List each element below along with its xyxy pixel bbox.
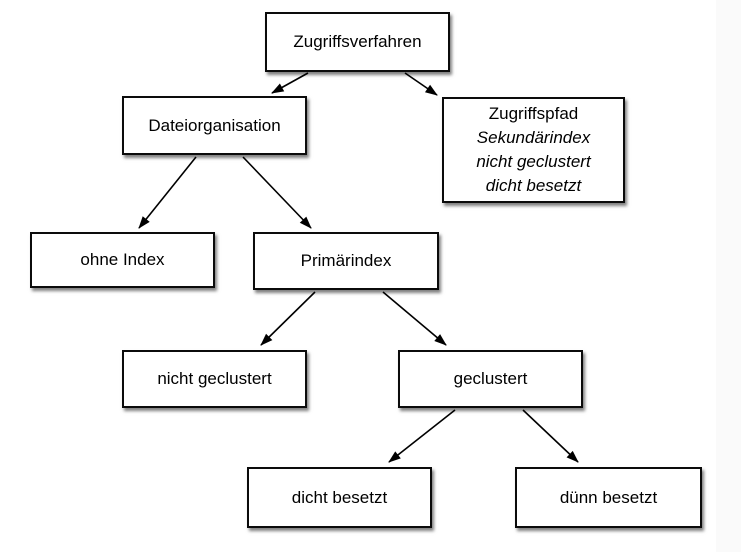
arrow-geclustert-dicht-besetzt [388,409,456,463]
node-label: dünn besetzt [559,487,658,507]
node-label: dicht besetzt [291,487,388,507]
arrow-zugriffsverfahren-dateiorganisation [271,72,309,94]
node-nicht-geclustert: nicht geclustert [122,350,307,408]
node-ohne-index: ohne Index [30,232,215,288]
node-label-line2: Sekundärindex [476,128,591,147]
arrow-dateiorganisation-ohne-index [138,156,197,229]
node-zugriffsverfahren: Zugriffsverfahren [265,12,450,72]
arrow-primaerindex-nicht-geclustert [260,291,316,346]
node-label: nicht geclustert [157,369,272,388]
node-zugriffspfad: Zugriffspfad Sekundärindex nicht geclust… [442,97,625,203]
node-label-line4: dicht besetzt [485,176,582,195]
node-label: ohne Index [80,250,165,269]
node-primaerindex: Primärindex [253,232,439,290]
arrow-primaerindex-geclustert [382,291,447,346]
node-label-line1: Zugriffspfad [488,104,579,123]
node-label: Dateiorganisation [148,115,281,135]
node-label: Zugriffsverfahren [293,32,422,51]
node-label: Primärindex [300,251,392,270]
node-duenn-besetzt: dünn besetzt [515,467,702,528]
arrow-geclustert-duenn-besetzt [522,409,579,463]
node-geclustert: geclustert [398,350,583,408]
arrow-zugriffsverfahren-zugriffspfad [404,72,438,96]
node-label: geclustert [453,369,528,388]
node-dateiorganisation: Dateiorganisation [122,96,307,155]
node-dicht-besetzt: dicht besetzt [247,467,432,528]
arrow-dateiorganisation-primaerindex [242,156,312,229]
page-edge-strip [716,0,741,552]
node-label-line3: nicht geclustert [476,152,591,171]
